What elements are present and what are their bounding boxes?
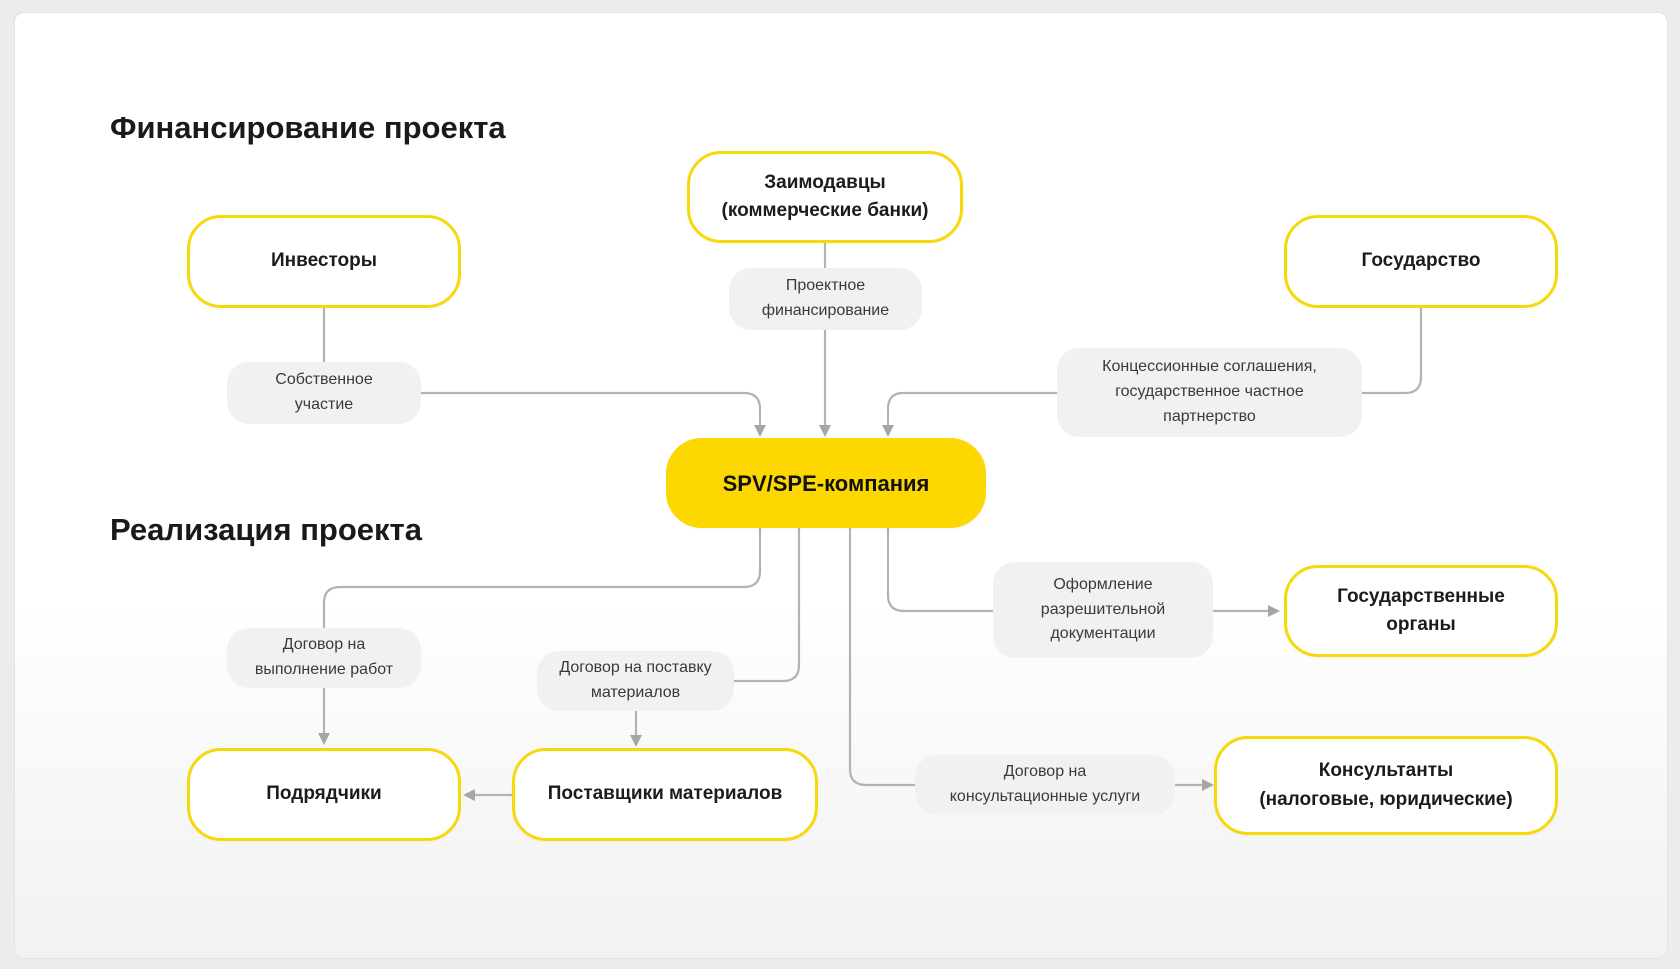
edge-label-permits: Оформление разрешительной документации: [993, 562, 1213, 658]
edge-center-contractors: [322, 528, 762, 733]
edge-investors-center: [322, 308, 762, 425]
arrow-head-suppliers: [630, 735, 642, 747]
node-consultants: Консультанты (налоговые, юридические): [1214, 736, 1558, 835]
arrow-head-contractors: [318, 733, 330, 745]
edge-label-works-contract: Договор на выполнение работ: [227, 628, 421, 688]
arrow-head-state: [882, 425, 894, 437]
node-state: Государство: [1284, 215, 1558, 308]
edge-label-supply-contract: Договор на поставку материалов: [537, 651, 734, 711]
section-title-financing: Финансирование проекта: [110, 110, 506, 145]
edge-label-concession: Концессионные соглашения, государственно…: [1057, 348, 1362, 437]
edge-label-project-financing: Проектное финансирование: [729, 268, 922, 330]
node-spv-company: SPV/SPE-компания: [666, 438, 986, 528]
edge-center-govbodies: [886, 528, 1268, 613]
node-gov-bodies: Государственные органы: [1284, 565, 1558, 657]
arrow-head-govbodies: [1268, 605, 1280, 617]
edge-label-consulting-contract: Договор на консультационные услуги: [915, 755, 1175, 815]
node-lenders: Заимодавцы (коммерческие банки): [687, 151, 963, 243]
node-suppliers: Поставщики материалов: [512, 748, 818, 841]
section-title-implementation: Реализация проекта: [110, 512, 422, 547]
node-contractors: Подрядчики: [187, 748, 461, 841]
edge-center-consultants: [848, 528, 1202, 787]
arrow-head-consultants: [1202, 779, 1214, 791]
edge-label-own-participation: Собственное участие: [227, 362, 421, 424]
arrow-head-suppliers-contractors: [463, 789, 475, 801]
arrow-head-lenders: [819, 425, 831, 437]
edge-center-suppliers: [634, 528, 801, 735]
node-investors: Инвесторы: [187, 215, 461, 308]
arrow-head-investors: [754, 425, 766, 437]
